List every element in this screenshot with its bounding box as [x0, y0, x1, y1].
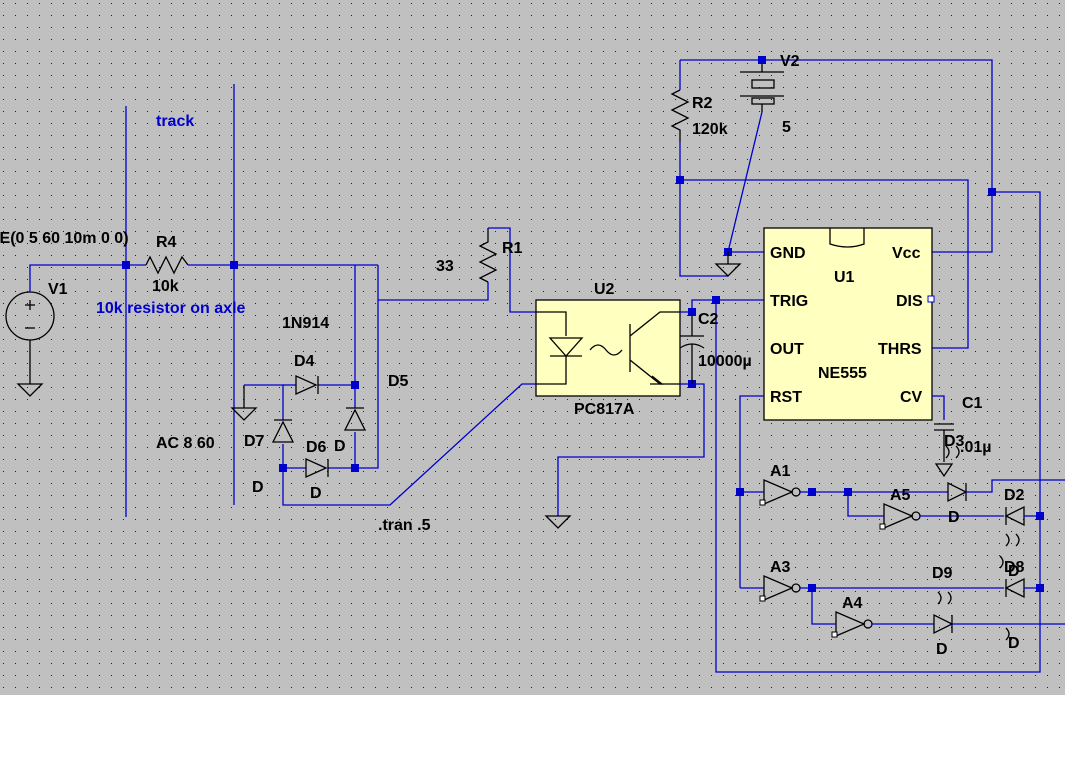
d4-name: D4	[294, 353, 315, 370]
d1-value: D	[948, 509, 960, 526]
resistor-r1[interactable]	[478, 228, 498, 283]
d6-name: D6	[306, 439, 327, 456]
d9-value: D	[936, 641, 948, 658]
d2-value: D	[1008, 563, 1020, 580]
d7-value: D	[252, 479, 264, 496]
d7-name: D7	[244, 433, 265, 450]
junction	[230, 261, 238, 269]
inverter-a1[interactable]	[759, 479, 801, 506]
v1-name: V1	[48, 281, 68, 298]
ground-icon	[544, 515, 572, 529]
d5-value: D	[334, 438, 346, 455]
junction	[122, 261, 130, 269]
ground-icon	[714, 263, 742, 277]
r1-value: 33	[436, 258, 454, 275]
v2-value: 5	[782, 119, 791, 136]
empty-area	[0, 695, 1065, 768]
u1-part: NE555	[818, 365, 867, 382]
pin-gnd: GND	[770, 245, 806, 262]
resistor-r4[interactable]	[145, 255, 189, 275]
led-d1[interactable]	[947, 479, 1065, 503]
r1-name: R1	[502, 240, 523, 257]
r4-name: R4	[156, 234, 177, 251]
pin-vcc: Vcc	[892, 245, 921, 262]
d6-value: D	[310, 485, 322, 502]
inverter-a3[interactable]	[759, 575, 801, 602]
u1-name: U1	[834, 269, 855, 286]
timer-u1[interactable]	[763, 227, 933, 421]
u2-part: PC817A	[574, 401, 635, 418]
optocoupler-u2[interactable]	[535, 299, 681, 397]
v1-value: NE(0 5 60 10m 0 0)	[0, 230, 129, 247]
led-d9[interactable]	[933, 613, 1065, 635]
v2-name: V2	[780, 53, 800, 70]
c1-name: C1	[962, 395, 983, 412]
comment-axle: 10k resistor on axle	[96, 300, 246, 317]
inverter-a5[interactable]	[879, 503, 921, 530]
pin-dis: DIS	[896, 293, 923, 310]
d5-name: D5	[388, 373, 409, 390]
c2-name: C2	[698, 311, 719, 328]
pin-out: OUT	[770, 341, 804, 358]
d3-name: D3	[944, 433, 965, 450]
led-d2[interactable]	[1004, 505, 1040, 527]
wire-v1-top	[29, 264, 126, 292]
bridge-rectifier[interactable]	[244, 265, 536, 506]
pin-trig: TRIG	[770, 293, 808, 310]
ground-icon	[230, 407, 258, 421]
inverter-a4[interactable]	[831, 611, 873, 638]
a4-name: A4	[842, 595, 863, 612]
battery-v2[interactable]	[740, 60, 784, 112]
u2-name: U2	[594, 281, 615, 298]
d8-value: D	[1008, 635, 1020, 652]
light-emission	[937, 445, 1020, 641]
c1-value: .01µ	[960, 439, 991, 456]
d8-name: D8	[1004, 559, 1025, 576]
wire-r1-u2	[488, 227, 536, 313]
d4-value: 1N914	[282, 315, 329, 332]
d9-name: D9	[932, 565, 953, 582]
r2-value: 120k	[692, 121, 728, 138]
pin-cv: CV	[900, 389, 923, 406]
schematic-canvas[interactable]: track 10k resistor on axle .tran .5 NE(0…	[0, 0, 1065, 695]
schematic: track 10k resistor on axle .tran .5 NE(0…	[0, 53, 1065, 673]
led-d8[interactable]	[1004, 577, 1040, 599]
v1-ac: AC 8 60	[156, 435, 215, 452]
d2-name: D2	[1004, 487, 1025, 504]
c2-value: 10000µ	[698, 353, 752, 370]
resistor-r2[interactable]	[670, 89, 690, 142]
pin-thrs: THRS	[878, 341, 922, 358]
a3-name: A3	[770, 559, 791, 576]
r4-value: 10k	[152, 278, 179, 295]
r2-name: R2	[692, 95, 713, 112]
comment-track: track	[156, 113, 194, 130]
comment-tran: .tran .5	[378, 517, 431, 534]
a1-name: A1	[770, 463, 791, 480]
voltage-source-v1[interactable]	[5, 291, 55, 397]
capacitor-c1[interactable]	[934, 423, 954, 431]
pin-rst: RST	[770, 389, 802, 406]
a5-name: A5	[890, 487, 911, 504]
